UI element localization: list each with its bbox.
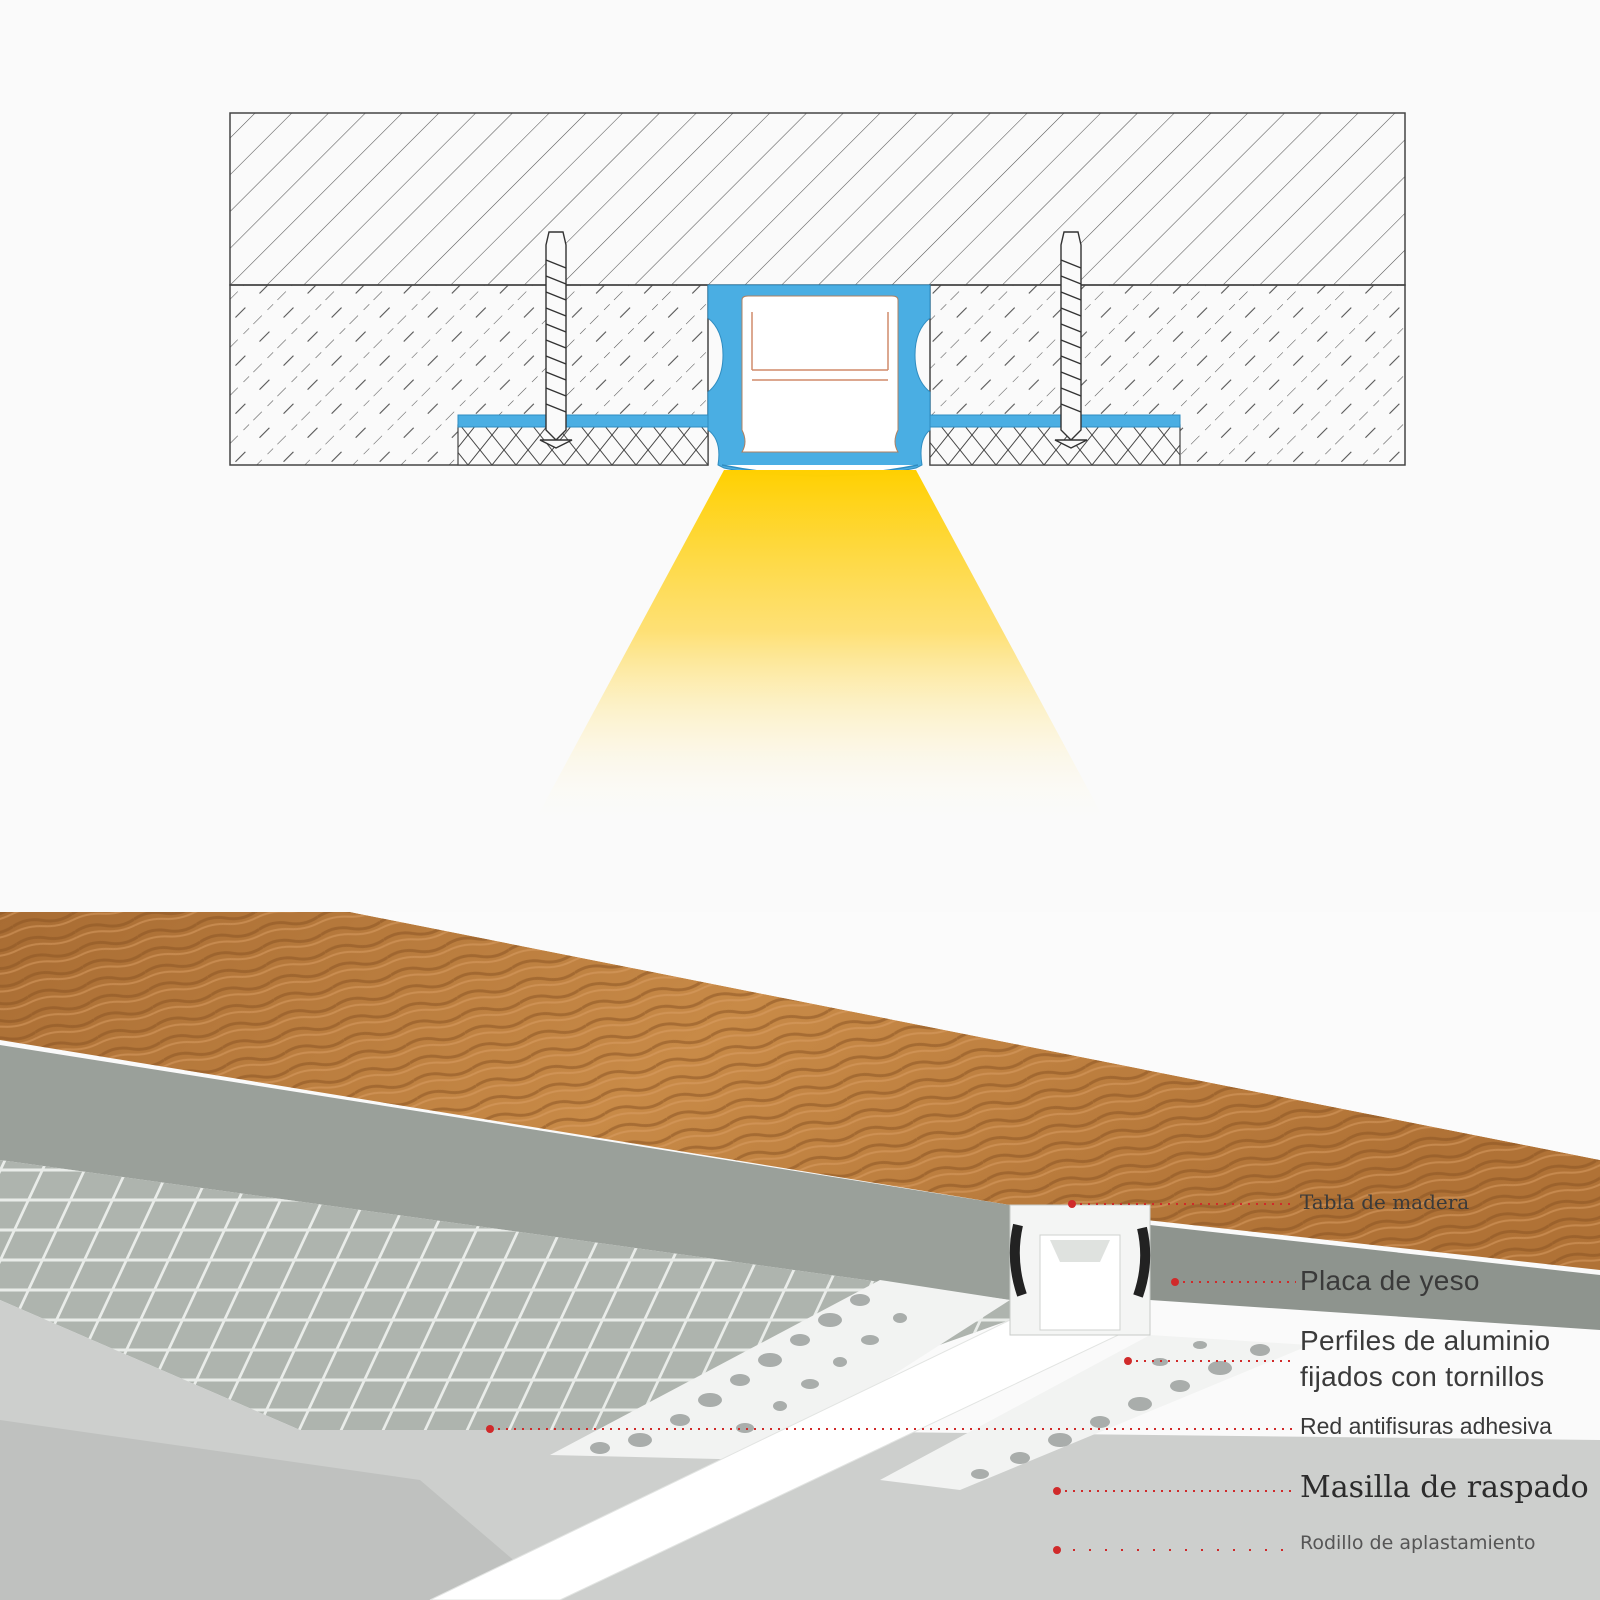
flange-holes xyxy=(590,1294,1270,1479)
screw-right xyxy=(1054,231,1088,449)
installation-illustration xyxy=(0,912,1600,1600)
screw-left xyxy=(539,231,573,449)
cross-section-drawing xyxy=(229,112,1406,830)
label-wood-board: Tabla de madera xyxy=(1300,1190,1470,1214)
profile-flange-left xyxy=(550,1280,1010,1460)
label-gypsum-board: Placa de yeso xyxy=(1300,1265,1480,1296)
wood-slab-section xyxy=(229,112,1406,286)
label-aluminum-profile: Perfiles de aluminio fijados con tornill… xyxy=(1300,1323,1550,1395)
gypsum-board xyxy=(0,1045,1010,1300)
light-beam xyxy=(530,470,1110,830)
aluminum-profile-3d xyxy=(1009,1204,1151,1336)
label-aluminum-profile-line1: Perfiles de aluminio xyxy=(1300,1325,1551,1356)
leader-lines xyxy=(486,1200,1296,1554)
label-anti-crack-mesh: Red antifisuras adhesiva xyxy=(1300,1413,1552,1439)
led-channel xyxy=(741,295,899,453)
profile-flange-right xyxy=(880,1335,1310,1490)
label-aluminum-profile-line2: fijados con tornillos xyxy=(1300,1361,1545,1392)
label-scraping-putty: Masilla de raspado xyxy=(1300,1470,1589,1505)
label-crush-roller: Rodillo de aplastamiento xyxy=(1300,1532,1536,1554)
